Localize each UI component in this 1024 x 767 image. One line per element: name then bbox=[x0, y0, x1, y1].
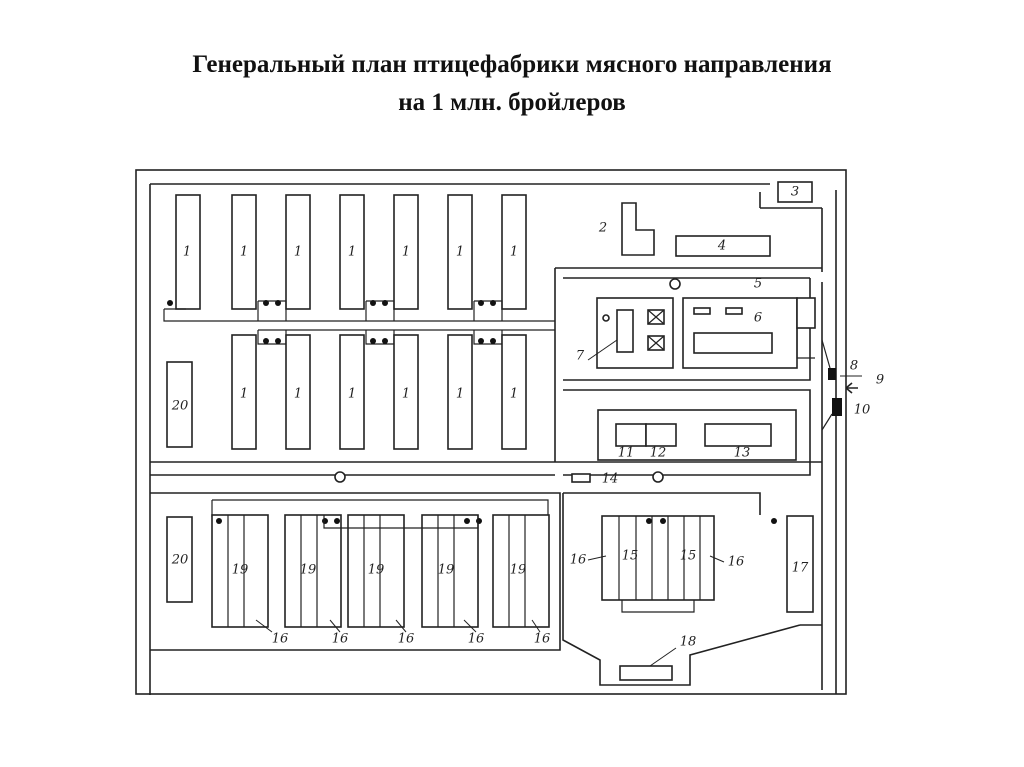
label-11: 11 bbox=[618, 446, 635, 461]
well-center bbox=[334, 471, 346, 483]
label-8: 8 bbox=[850, 359, 858, 374]
building-18 bbox=[619, 665, 673, 681]
label-4: 4 bbox=[717, 239, 726, 254]
label-3: 3 bbox=[791, 185, 799, 200]
page-title: Генеральный план птицефабрики мясного на… bbox=[0, 46, 1024, 122]
label-5: 5 bbox=[754, 277, 762, 292]
building-14 bbox=[571, 473, 591, 483]
label-14: 14 bbox=[602, 472, 619, 487]
plan-labels: 1 1 1 1 1 1 1 1 1 1 1 1 1 2 3 4 5 6 7 8 … bbox=[171, 185, 884, 650]
poultry-houses-middle bbox=[231, 334, 527, 450]
building-17 bbox=[786, 515, 814, 613]
label-16: 16 bbox=[272, 632, 289, 647]
building-4 bbox=[675, 235, 771, 257]
label-19: 19 bbox=[300, 563, 317, 578]
label-1: 1 bbox=[510, 245, 518, 260]
label-18: 18 bbox=[680, 635, 697, 650]
label-1: 1 bbox=[240, 387, 248, 402]
label-1: 1 bbox=[402, 387, 410, 402]
label-1: 1 bbox=[240, 245, 248, 260]
label-19: 19 bbox=[368, 563, 385, 578]
label-20: 20 bbox=[171, 399, 189, 414]
label-13: 13 bbox=[734, 446, 751, 461]
label-6: 6 bbox=[754, 311, 762, 326]
title-line-2: на 1 млн. бройлеров bbox=[398, 89, 626, 116]
block-15 bbox=[601, 515, 715, 613]
label-1: 1 bbox=[294, 387, 302, 402]
checkpoint-8-9-10 bbox=[821, 339, 858, 431]
label-1: 1 bbox=[510, 387, 518, 402]
label-15: 15 bbox=[622, 549, 639, 564]
building-20-top bbox=[166, 361, 193, 448]
label-1: 1 bbox=[294, 245, 302, 260]
block-11-12-13 bbox=[597, 409, 797, 461]
label-15: 15 bbox=[680, 549, 697, 564]
label-1: 1 bbox=[348, 387, 356, 402]
poultry-houses-bottom bbox=[211, 499, 550, 628]
title-line-1: Генеральный план птицефабрики мясного на… bbox=[192, 51, 832, 78]
building-20-bottom bbox=[166, 516, 193, 603]
label-19: 19 bbox=[438, 563, 455, 578]
label-16: 16 bbox=[570, 553, 587, 568]
label-2: 2 bbox=[598, 221, 607, 236]
label-1: 1 bbox=[456, 245, 464, 260]
leader-lines bbox=[255, 339, 862, 667]
label-10: 10 bbox=[854, 403, 871, 418]
node-17 bbox=[771, 518, 777, 524]
label-7: 7 bbox=[576, 349, 585, 364]
building-2 bbox=[621, 202, 655, 256]
poultry-houses-top bbox=[175, 194, 527, 310]
label-12: 12 bbox=[650, 446, 667, 461]
label-16: 16 bbox=[398, 632, 415, 647]
label-19: 19 bbox=[510, 563, 527, 578]
block-5-6-7 bbox=[596, 278, 816, 369]
roads bbox=[149, 183, 837, 695]
label-17: 17 bbox=[792, 561, 809, 576]
galleries bbox=[163, 300, 555, 345]
label-20: 20 bbox=[171, 553, 189, 568]
label-1: 1 bbox=[456, 387, 464, 402]
label-16: 16 bbox=[468, 632, 485, 647]
label-1: 1 bbox=[402, 245, 410, 260]
building-3 bbox=[777, 181, 813, 203]
label-1: 1 bbox=[348, 245, 356, 260]
label-16: 16 bbox=[534, 632, 551, 647]
label-9: 9 bbox=[876, 373, 884, 388]
well-14 bbox=[652, 471, 664, 483]
label-16: 16 bbox=[728, 555, 745, 570]
label-1: 1 bbox=[183, 245, 191, 260]
label-19: 19 bbox=[232, 563, 249, 578]
label-16: 16 bbox=[332, 632, 349, 647]
